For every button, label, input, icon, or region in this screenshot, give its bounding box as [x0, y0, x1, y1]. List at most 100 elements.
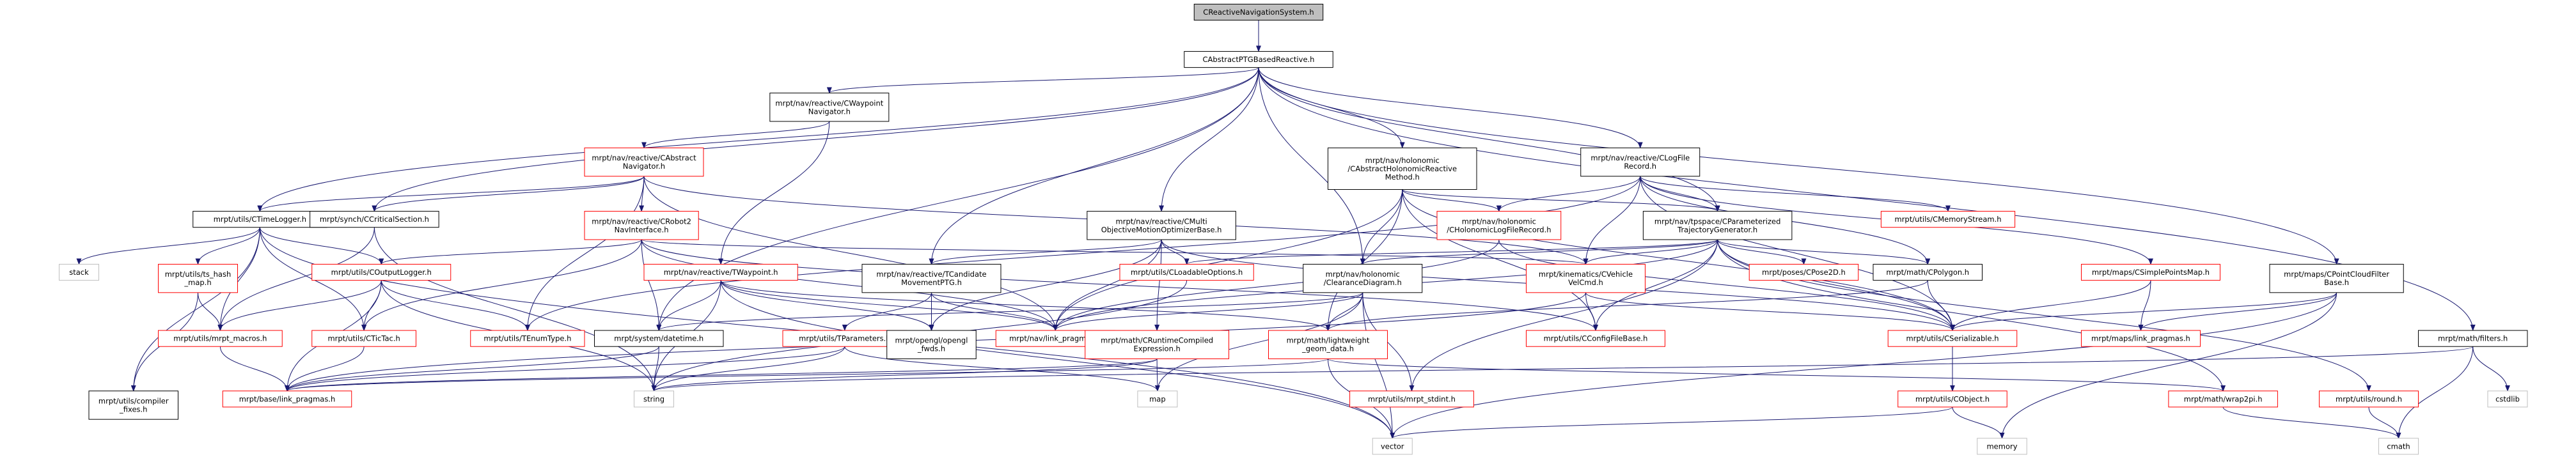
node-label-n5-line-1: Navigator.h [623, 162, 665, 171]
node-box-n46 [1897, 390, 2007, 408]
edge-n1-to-n24 [1258, 67, 2339, 265]
node-n14[interactable]: mrpt/utils/ts_hash_map.h [158, 263, 238, 293]
node-box-n39 [2319, 390, 2419, 408]
edge-n34-to-n42 [285, 359, 1328, 392]
node-n42[interactable]: mrpt/base/link_pragmas.h [222, 390, 352, 408]
node-n3[interactable]: mrpt/nav/holonomic/CAbstractHolonomicRea… [1328, 147, 1477, 190]
node-label-n34-line-1: _geom_data.h [1301, 344, 1354, 353]
node-n29[interactable]: mrpt/system/datetime.h [594, 330, 724, 347]
node-label-n7-line-0: mrpt/synch/CCriticalSection.h [320, 215, 429, 224]
node-box-n43 [634, 390, 674, 408]
node-n27[interactable]: mrpt/utils/CTicTac.h [311, 330, 416, 347]
edge-n9-to-n32 [1053, 239, 1162, 332]
node-n23[interactable]: mrpt/maps/CSimplePointsMap.h [2081, 263, 2220, 281]
node-box-n29 [594, 330, 724, 347]
node-label-n10-line-0: mrpt/nav/holonomic [1462, 217, 1536, 226]
node-n37[interactable]: mrpt/maps/link_pragmas.h [2081, 330, 2201, 347]
node-n11[interactable]: mrpt/nav/tpspace/CParameterizedTrajector… [1642, 211, 1793, 240]
node-n48[interactable]: memory [1977, 438, 2027, 455]
node-n18[interactable]: mrpt/utils/CLoadableOptions.h [1119, 263, 1254, 281]
node-label-n31-line-0: mrpt/opengl/opengl [895, 336, 968, 345]
node-n41[interactable]: mrpt/utils/compiler_fixes.h [88, 390, 178, 420]
edge-n15-to-n28 [381, 280, 530, 332]
node-box-n47 [1372, 438, 1413, 455]
edge-n23-to-n36 [1950, 280, 2151, 332]
node-label-n23-line-0: mrpt/maps/CSimplePointsMap.h [2092, 268, 2210, 277]
node-n30[interactable]: mrpt/utils/TParameters.h [782, 330, 907, 347]
node-n12[interactable]: mrpt/utils/CMemoryStream.h [1880, 211, 2016, 228]
edge-n11-to-n39 [1717, 239, 2371, 392]
node-label-n21-line-0: mrpt/poses/CPose2D.h [1762, 268, 1846, 277]
node-n35[interactable]: mrpt/utils/CConfigFileBase.h [1526, 330, 1665, 347]
node-label-n32-line-0: mrpt/nav/link_pragmas.h [1009, 334, 1101, 343]
node-n45[interactable]: mrpt/utils/mrpt_stdint.h [1349, 390, 1474, 408]
node-label-n41-line-1: _fixes.h [119, 405, 147, 413]
node-n7[interactable]: mrpt/synch/CCriticalSection.h [310, 211, 439, 228]
node-n26[interactable]: mrpt/utils/mrpt_macros.h [158, 330, 283, 347]
node-n0[interactable]: CReactiveNavigationSystem.h [1193, 3, 1324, 21]
node-label-n8-line-0: mrpt/nav/reactive/CRobot2 [592, 217, 691, 226]
node-label-n0-line-0: CReactiveNavigationSystem.h [1203, 8, 1314, 17]
node-n46[interactable]: mrpt/utils/CObject.h [1897, 390, 2007, 408]
node-n47[interactable]: vector [1372, 438, 1413, 455]
edge-n11-to-n38 [1717, 239, 2226, 392]
node-n16[interactable]: mrpt/nav/reactive/TWaypoint.h [643, 263, 798, 281]
node-label-n19-line-0: mrpt/nav/holonomic [1326, 270, 1400, 279]
edge-n10-to-n32 [1053, 239, 1500, 332]
node-n15[interactable]: mrpt/utils/COutputLogger.h [311, 263, 452, 281]
node-box-n44 [1137, 390, 1178, 408]
node-n21[interactable]: mrpt/poses/CPose2D.h [1748, 263, 1859, 281]
edge-n9-to-n17 [929, 239, 1162, 265]
node-n36[interactable]: mrpt/utils/CSerializable.h [1887, 330, 2018, 347]
node-n19[interactable]: mrpt/nav/holonomic/ClearanceDiagram.h [1303, 263, 1423, 293]
node-n9[interactable]: mrpt/nav/reactive/CMultiObjectiveMotionO… [1087, 211, 1236, 240]
edge-n2-to-n5 [641, 121, 830, 149]
node-box-n2 [769, 93, 890, 122]
edge-n20-to-n36 [1585, 292, 1955, 332]
node-box-n41 [88, 390, 178, 420]
edge-n38-to-n49 [2222, 406, 2401, 439]
edge-n23-to-n37 [2138, 280, 2151, 332]
edge-n8-to-n35 [641, 239, 1598, 332]
dependency-nodes: CReactiveNavigationSystem.hCAbstractPTGB… [59, 3, 2528, 455]
node-n31[interactable]: mrpt/opengl/opengl_fwds.h [886, 330, 977, 359]
node-box-n16 [643, 263, 798, 281]
edge-n1-to-n9 [1159, 67, 1259, 212]
node-n49[interactable]: cmath [2378, 438, 2419, 455]
edge-n15-to-n26 [217, 280, 382, 332]
node-n38[interactable]: mrpt/math/wrap2pi.h [2168, 390, 2278, 408]
node-n28[interactable]: mrpt/utils/TEnumType.h [470, 330, 585, 347]
node-box-n4 [1580, 147, 1700, 177]
node-n1[interactable]: CAbstractPTGBasedReactive.h [1184, 50, 1333, 68]
node-box-n28 [470, 330, 585, 347]
node-n17[interactable]: mrpt/nav/reactive/TCandidateMovementPTG.… [861, 263, 1001, 293]
node-box-n33 [1085, 330, 1229, 359]
node-n40[interactable]: cstdlib [2487, 390, 2528, 408]
node-n44[interactable]: map [1137, 390, 1178, 408]
node-n13[interactable]: stack [59, 263, 99, 281]
node-n10[interactable]: mrpt/nav/holonomic/CHolonomicLogFileReco… [1436, 211, 1562, 240]
node-n39[interactable]: mrpt/utils/round.h [2319, 390, 2419, 408]
edge-n25-to-n43 [652, 346, 2474, 392]
node-label-n14-line-0: mrpt/utils/ts_hash [165, 270, 232, 279]
node-n22[interactable]: mrpt/math/CPolygon.h [1873, 263, 1983, 281]
node-n25[interactable]: mrpt/math/filters.h [2418, 330, 2528, 347]
node-n6[interactable]: mrpt/utils/CTimeLogger.h [192, 211, 327, 228]
edge-n16-to-n29 [656, 280, 721, 332]
node-label-n39-line-0: mrpt/utils/round.h [2336, 394, 2402, 403]
edge-n29-to-n42 [285, 346, 659, 392]
node-label-n17-line-1: MovementPTG.h [901, 278, 962, 287]
node-label-n34-line-0: mrpt/math/lightweight [1287, 336, 1370, 345]
node-n43[interactable]: string [634, 390, 674, 408]
node-label-n6-line-0: mrpt/utils/CTimeLogger.h [214, 215, 306, 224]
edge-n14-to-n26 [198, 292, 223, 332]
edge-n4-to-n10 [1496, 176, 1641, 212]
node-n34[interactable]: mrpt/math/lightweight_geom_data.h [1268, 330, 1388, 359]
